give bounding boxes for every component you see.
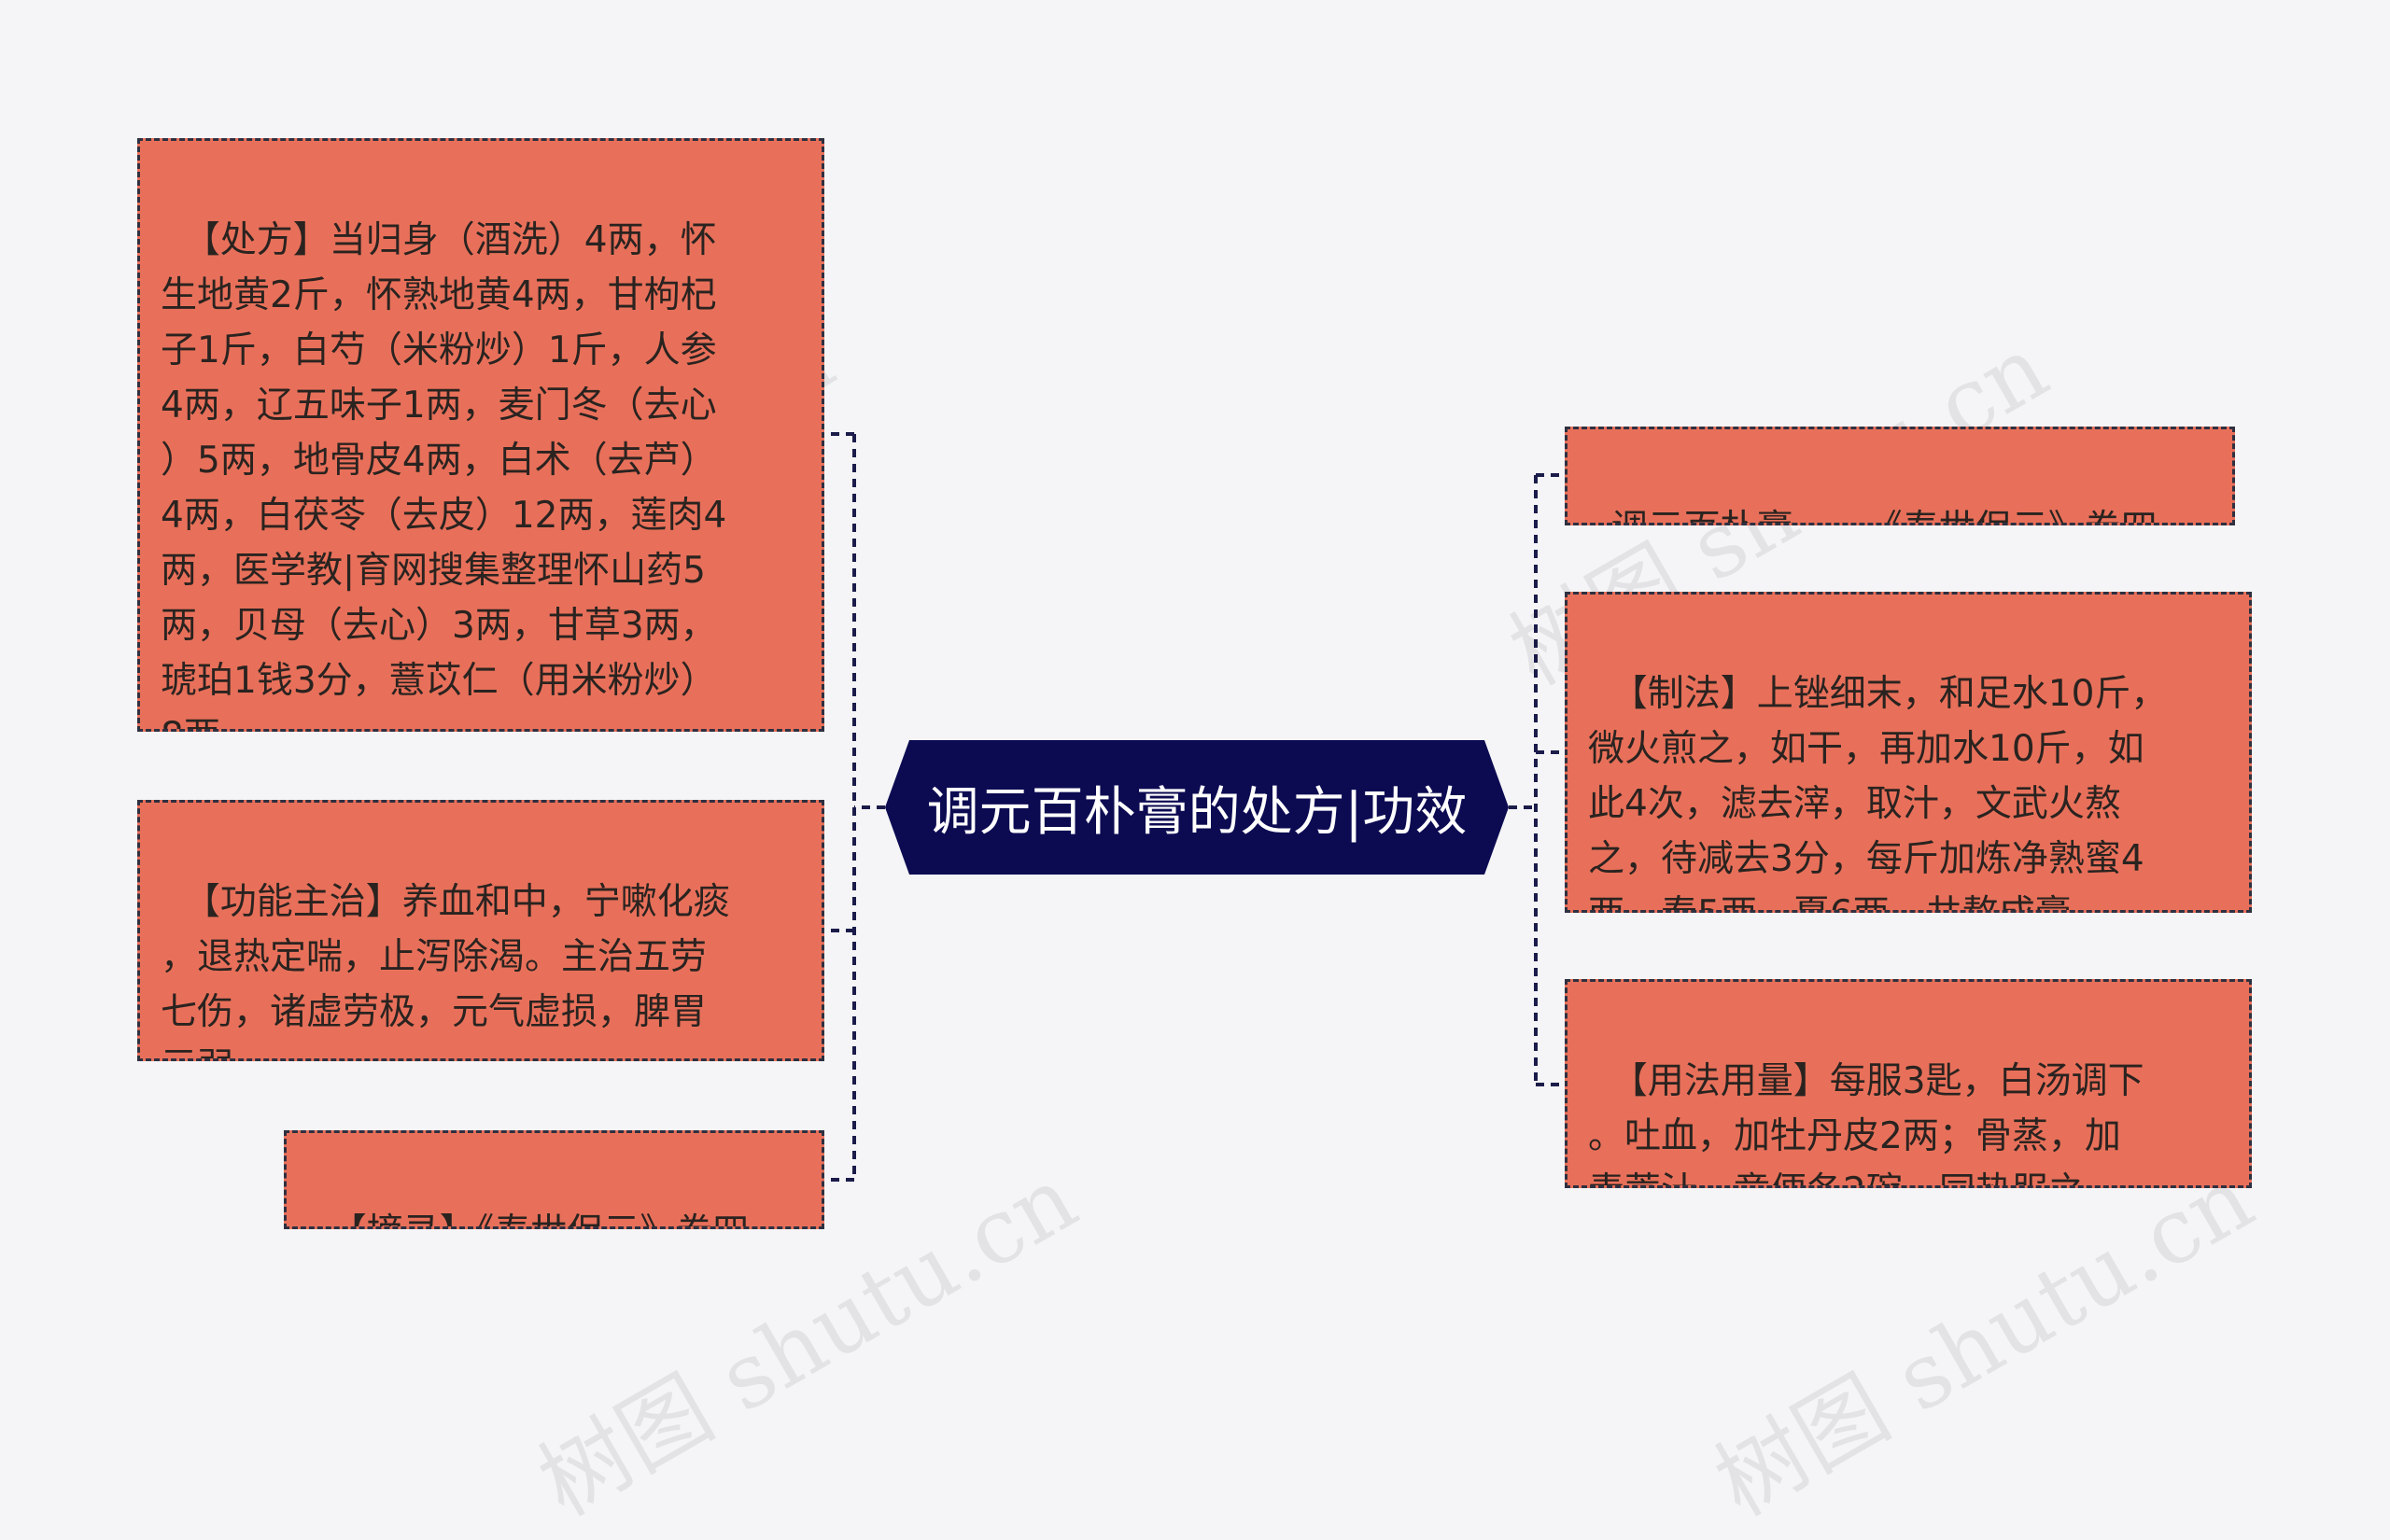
node-usage-dosage[interactable]: 【用法用量】每服3匙，白汤调下 。吐血，加牡丹皮2两；骨蒸，加 青蒿汁、童便各2… — [1565, 979, 2252, 1188]
node-text: 调元百朴膏——《寿世保元》卷四 — [1611, 508, 2158, 523]
connector-left-trunk — [852, 434, 885, 1180]
node-preparation[interactable]: 【制法】上锉细末，和足水10斤， 微火煎之，如干，再加水10斤，如 此4次，滤去… — [1565, 592, 2252, 913]
node-text: 【摘录】《寿世保元》卷四 — [330, 1211, 750, 1226]
connector-right-trunk — [1509, 475, 1538, 1085]
node-indications[interactable]: 【功能主治】养血和中，宁嗽化痰 ，退热定喘，止泻除渴。主治五劳 七伤，诸虚劳极，… — [137, 800, 824, 1061]
node-text: 【制法】上锉细末，和足水10斤， 微火煎之，如干，再加水10斤，如 此4次，滤去… — [1588, 673, 2168, 910]
central-topic-label: 调元百朴膏的处方|功效 — [926, 781, 1468, 843]
node-text: 【功能主治】养血和中，宁嗽化痰 ，退热定喘，止泻除渴。主治五劳 七伤，诸虚劳极，… — [161, 881, 730, 1058]
node-title-source[interactable]: 调元百朴膏——《寿世保元》卷四 — [1565, 427, 2235, 525]
node-prescription[interactable]: 【处方】当归身（酒洗）4两，怀 生地黄2斤，怀熟地黄4两，甘枸杞 子1斤，白芍（… — [137, 138, 824, 732]
node-text: 【用法用量】每服3匙，白汤调下 。吐血，加牡丹皮2两；骨蒸，加 青蒿汁、童便各2… — [1588, 1060, 2144, 1185]
node-source[interactable]: 【摘录】《寿世保元》卷四 — [284, 1130, 824, 1229]
central-topic[interactable]: 调元百朴膏的处方|功效 — [885, 740, 1509, 875]
connector-lines — [825, 432, 1565, 1182]
node-text: 【处方】当归身（酒洗）4两，怀 生地黄2斤，怀熟地黄4两，甘枸杞 子1斤，白芍（… — [161, 219, 727, 729]
